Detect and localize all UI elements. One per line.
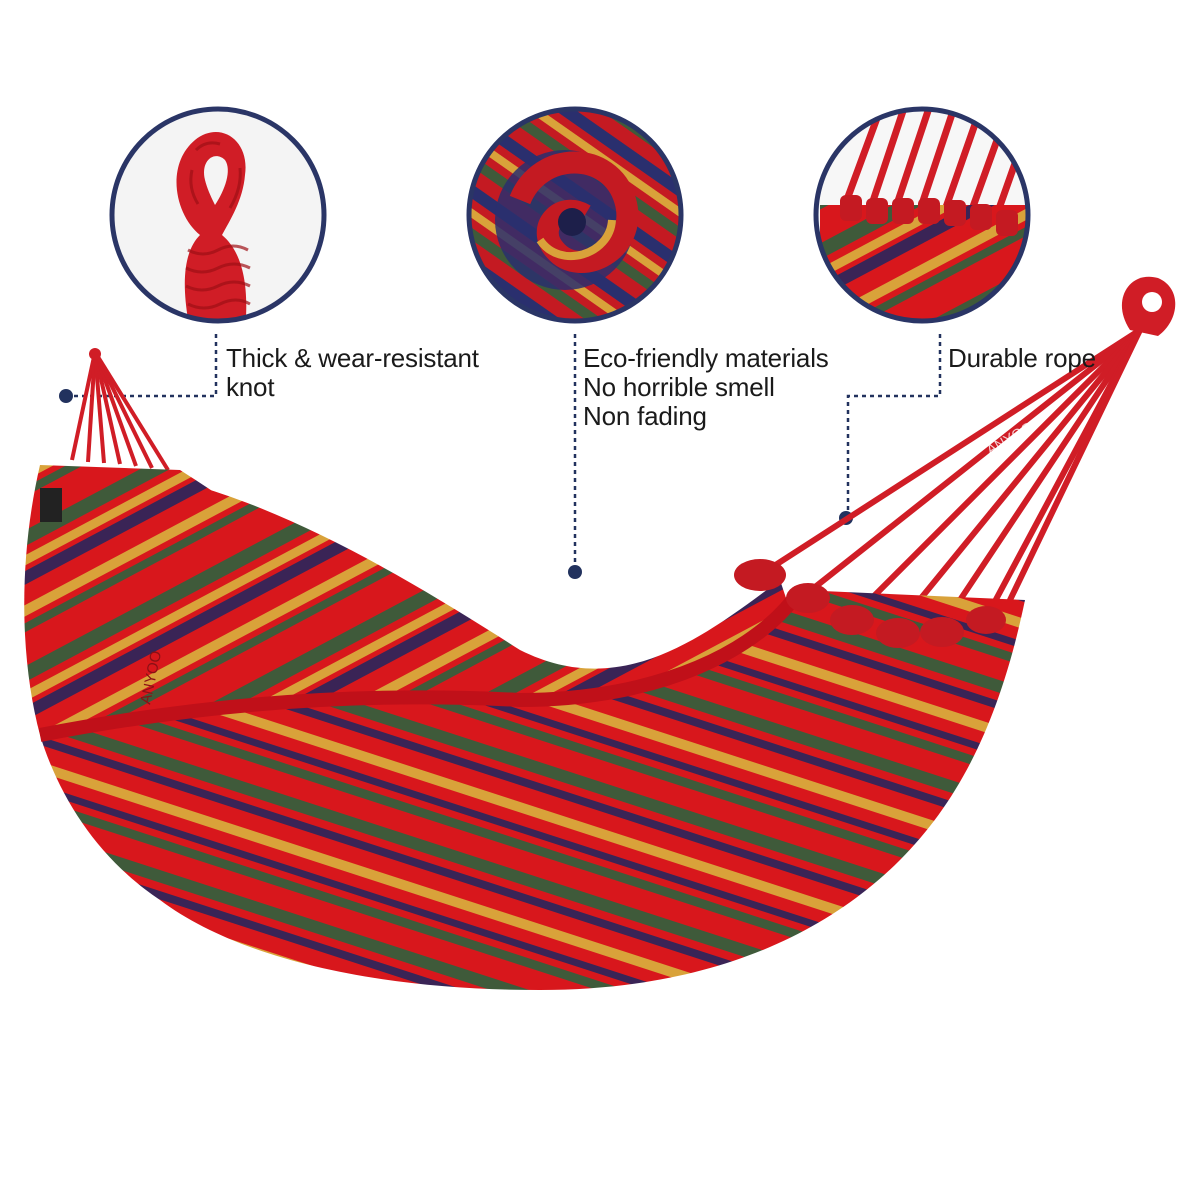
callout-knot-line-1: Thick & wear-resistant bbox=[226, 343, 479, 373]
right-ropes bbox=[757, 327, 1143, 633]
fabric-detail-circle bbox=[466, 106, 684, 324]
callout-materials-line-3: Non fading bbox=[583, 401, 707, 431]
knot-detail-circle bbox=[109, 106, 327, 324]
callout-rope: Durable rope bbox=[948, 344, 1096, 373]
callout-materials-line-2: No horrible smell bbox=[583, 372, 775, 402]
rope-detail-circle bbox=[813, 106, 1031, 324]
callout-knot: Thick & wear-resistant knot bbox=[226, 344, 479, 402]
hammock bbox=[24, 276, 1176, 990]
callout-rope-line-1: Durable rope bbox=[948, 343, 1096, 373]
callout-materials-line-1: Eco-friendly materials bbox=[583, 343, 829, 373]
left-ropes bbox=[70, 350, 170, 472]
callout-knot-line-2: knot bbox=[226, 372, 275, 402]
callout-materials: Eco-friendly materials No horrible smell… bbox=[583, 344, 829, 431]
